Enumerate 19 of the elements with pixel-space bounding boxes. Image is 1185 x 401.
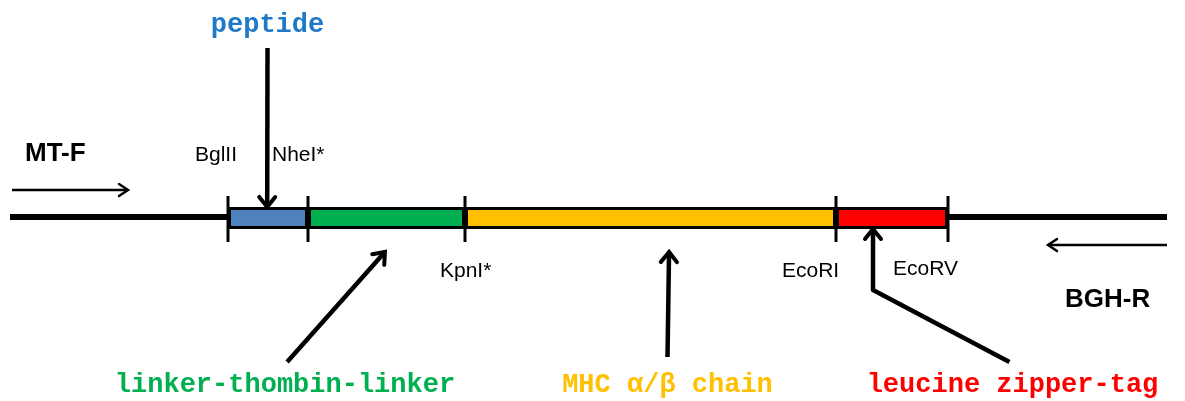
restriction-site-label: EcoRI (782, 258, 840, 282)
primer-label: MT-F (25, 137, 86, 167)
construct-segment-bar (228, 207, 308, 229)
restriction-site-label: KpnI* (440, 258, 492, 282)
restriction-site-label: BglII (195, 142, 238, 166)
primer-label: BGH-R (1065, 283, 1151, 313)
arrow (257, 48, 278, 209)
part-label: peptide (195, 10, 340, 40)
restriction-site-label: NheI* (272, 142, 325, 166)
part-label: linker-thombin-linker (110, 370, 460, 400)
part-label: MHC α/β chain (555, 370, 780, 400)
arrow (285, 250, 387, 364)
arrow (658, 250, 679, 358)
construct-segment-bar (836, 207, 948, 229)
construct-segment-bar (308, 207, 465, 229)
construct-segment-bar (465, 207, 836, 229)
restriction-site-label: EcoRV (893, 256, 958, 280)
arrow (863, 227, 1011, 364)
part-label: leucine zipper-tag (860, 370, 1165, 400)
